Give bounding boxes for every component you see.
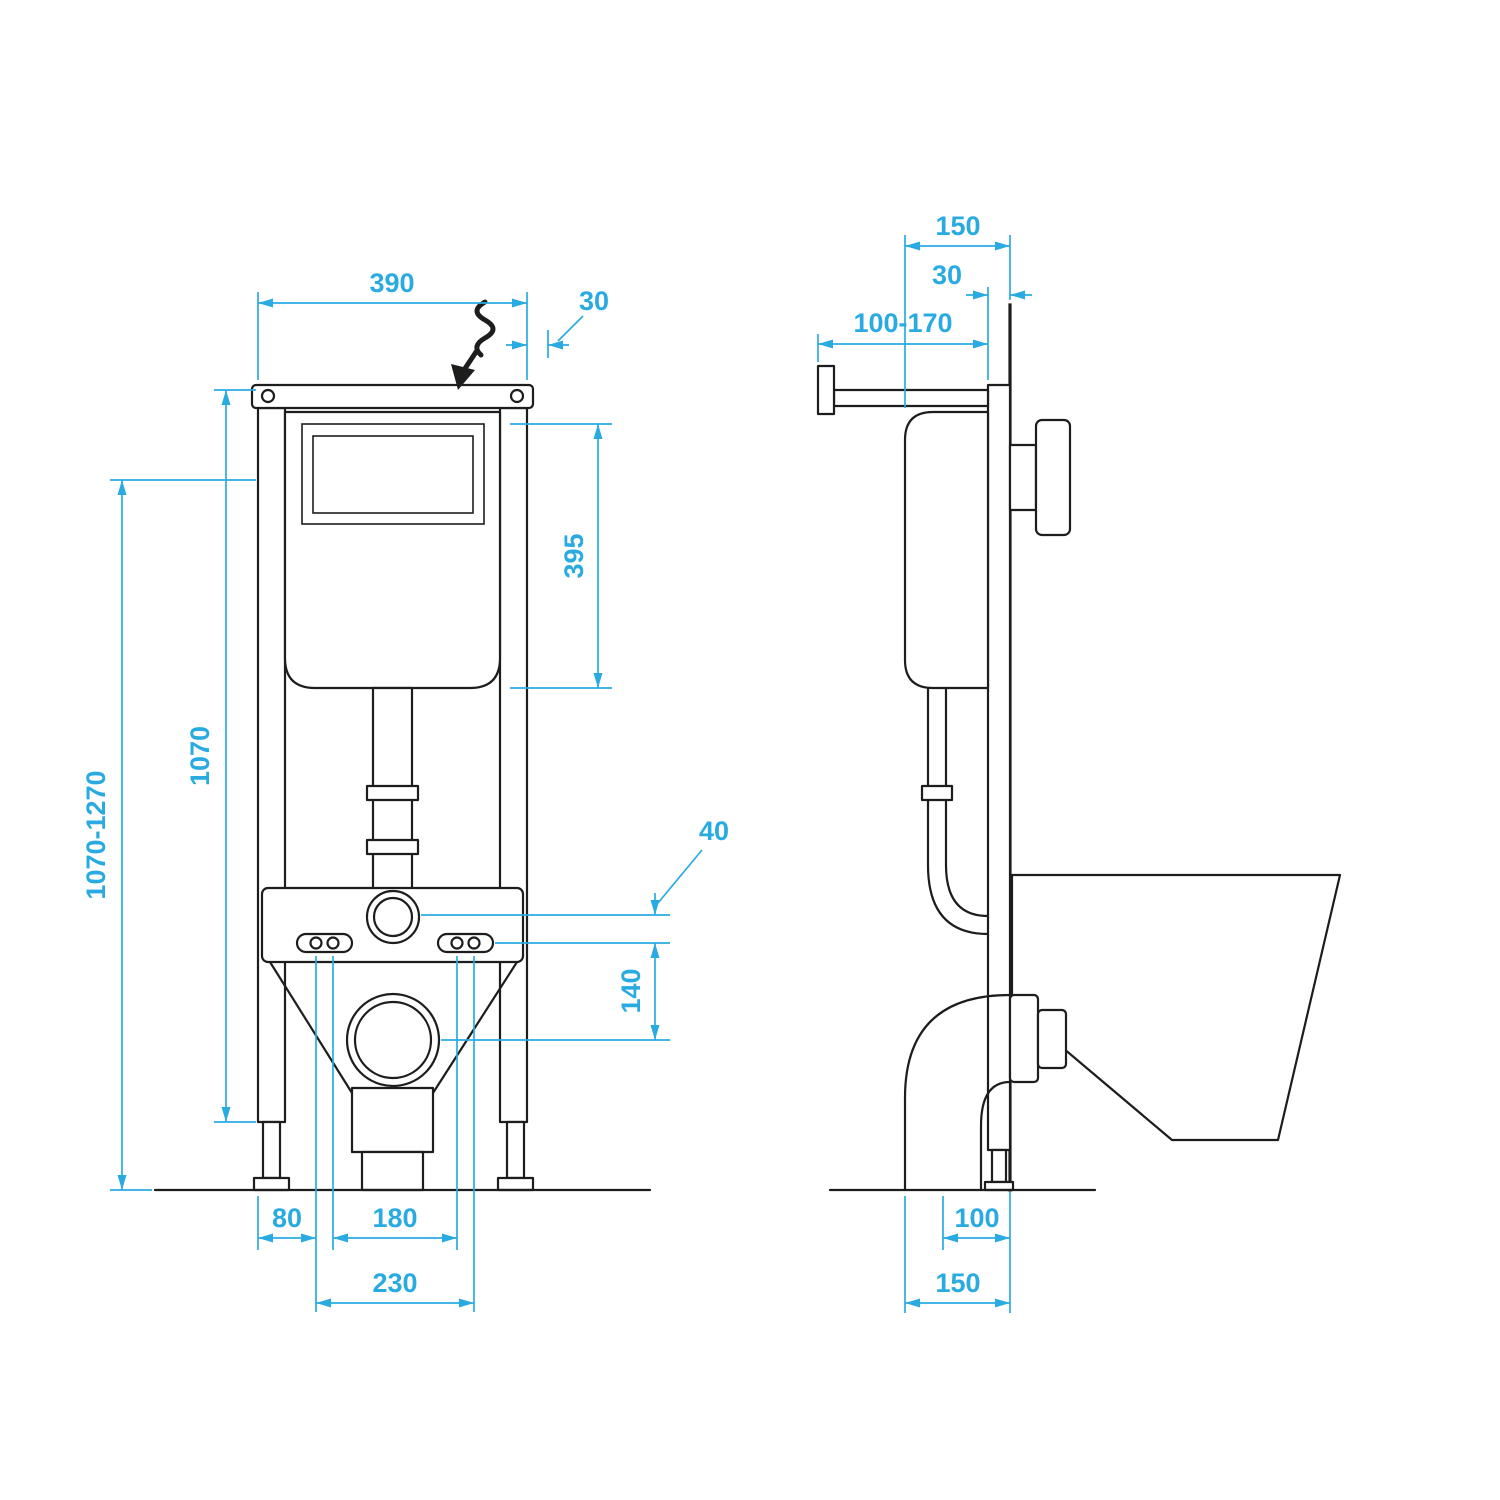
cistern-body	[283, 410, 502, 690]
flush-pipe-assembly	[365, 686, 420, 919]
dimension-label: 100	[954, 1203, 999, 1233]
wall-bracket-hook	[816, 364, 836, 416]
dim-frame-height: 1070	[185, 389, 256, 1123]
trapezoid-brace-left	[268, 960, 354, 1095]
front-view: 390 30 395 1070	[81, 268, 729, 1312]
dim-inlet-offset: 30	[506, 286, 609, 358]
inspection-flange	[1008, 418, 1072, 537]
flush-elbow-inner	[944, 863, 990, 918]
dim-outlet-center-drop: 140	[441, 943, 670, 1041]
cistern	[283, 410, 502, 690]
dimension-label: 390	[369, 268, 414, 298]
fixing-bolt	[326, 936, 340, 950]
dimension-label: 395	[559, 533, 589, 578]
access-window-outer	[301, 423, 485, 525]
dim-bracket-range: 100-170	[817, 308, 988, 362]
dimension-label: 1070	[185, 726, 215, 786]
dim-install-height-range: 1070-1270	[81, 479, 256, 1191]
dimensions-side: 150 30 100-170 100	[817, 211, 1032, 1313]
inlet-wave	[474, 299, 496, 358]
mounting-plate-assembly	[260, 886, 525, 1088]
top-screw-right	[509, 388, 525, 404]
dimension-label: 30	[932, 260, 962, 290]
top-plate	[250, 383, 535, 410]
waste-flange	[1008, 993, 1068, 1084]
dim-fixing-spacings: 80 180 230	[257, 956, 475, 1312]
dimension-label: 140	[616, 968, 646, 1013]
right-rail	[498, 406, 529, 1124]
fixing-slot-right	[436, 932, 495, 954]
drain-stub	[360, 1150, 425, 1192]
dimension-label: 230	[372, 1268, 417, 1298]
dim-frame-width: 390	[257, 268, 528, 380]
drain-box	[350, 1086, 435, 1154]
waste-elbow-side	[903, 993, 1012, 1192]
right-leg	[505, 1120, 526, 1180]
trapezoid-brace-right	[431, 960, 519, 1095]
dim-flush-bend-offset: 40	[421, 816, 729, 944]
fixing-slot-left	[295, 932, 354, 954]
inlet-shaft	[461, 349, 479, 373]
support-legs	[252, 960, 535, 1192]
wall-bracket	[816, 364, 990, 416]
cistern-side	[903, 410, 990, 690]
frame-structure	[250, 383, 535, 1124]
flush-bend-inner	[372, 896, 414, 938]
dim-cistern-height: 395	[510, 423, 612, 689]
leader-line	[657, 849, 703, 904]
waste-flange-inner	[1036, 1008, 1068, 1070]
frame-foot-plate	[983, 1180, 1015, 1192]
right-foot	[496, 1176, 535, 1192]
water-inlet-arrow	[451, 299, 496, 390]
dimension-label: 40	[699, 816, 729, 846]
dim-base-wall-distance: 150	[904, 1196, 1010, 1313]
waste-elbow-inner	[979, 1080, 1012, 1192]
left-leg	[261, 1120, 282, 1180]
dimensions-front: 390 30 395 1070	[81, 268, 729, 1312]
waste-outlet-inner	[353, 1000, 433, 1080]
inspection-plate	[1034, 418, 1072, 537]
dimension-label: 150	[935, 211, 980, 241]
flush-elbow-outer	[926, 863, 990, 936]
side-view: 150 30 100-170 100	[816, 211, 1342, 1313]
top-screw-left	[260, 388, 276, 404]
inspection-neck	[1008, 443, 1038, 512]
dimension-label: 30	[579, 286, 609, 316]
frame-foot-leg	[990, 1148, 1008, 1184]
dimension-label: 150	[935, 1268, 980, 1298]
toilet-bowl-outline	[1010, 873, 1342, 1142]
dim-outlet-wall-distance: 100	[942, 1192, 1011, 1313]
pipe-coupling-lower	[365, 838, 420, 856]
left-rail	[256, 406, 287, 1124]
dimension-label: 100-170	[853, 308, 952, 338]
flush-pipe-side	[920, 686, 990, 936]
access-window-inner	[312, 435, 474, 514]
frame-profile	[986, 383, 1012, 1152]
waste-elbow-outer	[903, 993, 1012, 1192]
wall-bracket-arm	[832, 388, 990, 408]
fixing-bolt	[309, 936, 323, 950]
flush-pipe	[371, 686, 414, 919]
fixing-bolt	[467, 936, 481, 950]
fixing-bolt	[450, 936, 464, 950]
dimension-label: 1070-1270	[81, 770, 111, 899]
dimension-label: 180	[372, 1203, 417, 1233]
dimension-label: 80	[272, 1203, 302, 1233]
dim-profile-depth: 30	[932, 260, 1032, 380]
waste-outlet-outer	[345, 992, 441, 1088]
leader-line	[557, 315, 584, 342]
left-foot	[252, 1176, 291, 1192]
waste-flange-outer	[1008, 993, 1040, 1084]
inlet-arrowhead	[451, 364, 475, 390]
pipe-coupling-upper	[365, 784, 420, 802]
pipe-coupling-side	[920, 784, 954, 802]
dim-frame-depth: 150	[904, 211, 1011, 408]
